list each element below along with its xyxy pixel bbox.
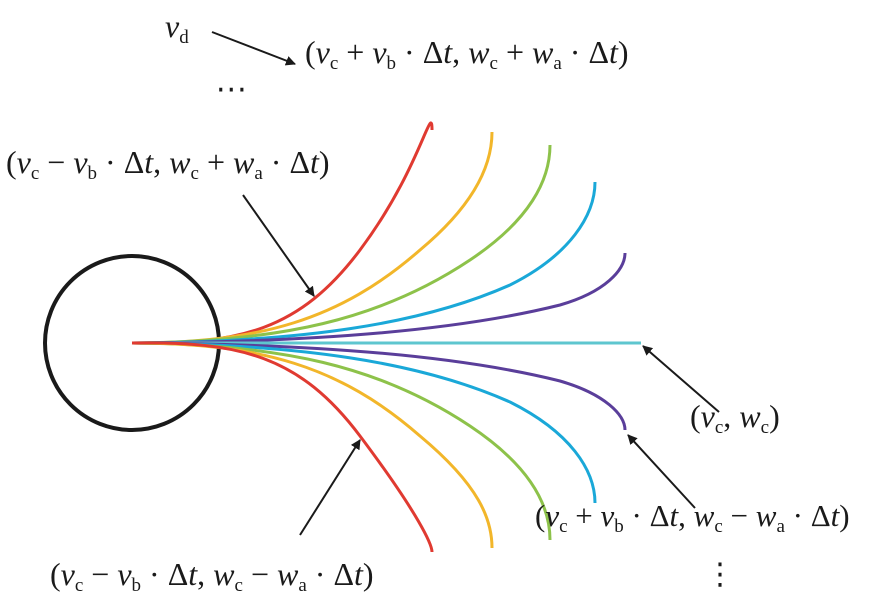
label-center-formula: (vc, wc): [690, 398, 780, 438]
arrow-lower-left: [299, 439, 361, 536]
trajectory-lower-1: [131, 341, 434, 553]
trajectory-upper-5: [131, 252, 627, 345]
label-lower-left-formula: (vc − vb · Δt, wc − wa · Δt): [50, 556, 374, 596]
trajectory-upper-4: [131, 181, 597, 345]
trajectory-upper-3: [131, 144, 552, 345]
label-vd: vd: [165, 8, 189, 48]
ellipsis-bottom: ⋮: [705, 557, 735, 592]
trajectory-lower-5: [131, 341, 627, 431]
arrow-vd: [211, 31, 296, 66]
trajectory-lower-3: [131, 341, 552, 541]
label-top-formula: (vc + vb · Δt, wc + wa · Δt): [305, 34, 629, 74]
trajectory-lower-4: [131, 341, 597, 504]
arrow-upper-left: [242, 194, 315, 297]
label-upper-left-formula: (vc − vb · Δt, wc + wa · Δt): [6, 144, 330, 184]
arrow-lower-right: [627, 434, 696, 509]
arrow-center: [642, 345, 720, 413]
label-lower-right-formula: (vc + vb · Δt, wc − wa · Δt): [535, 498, 850, 537]
ellipsis-top: ···: [216, 73, 248, 108]
